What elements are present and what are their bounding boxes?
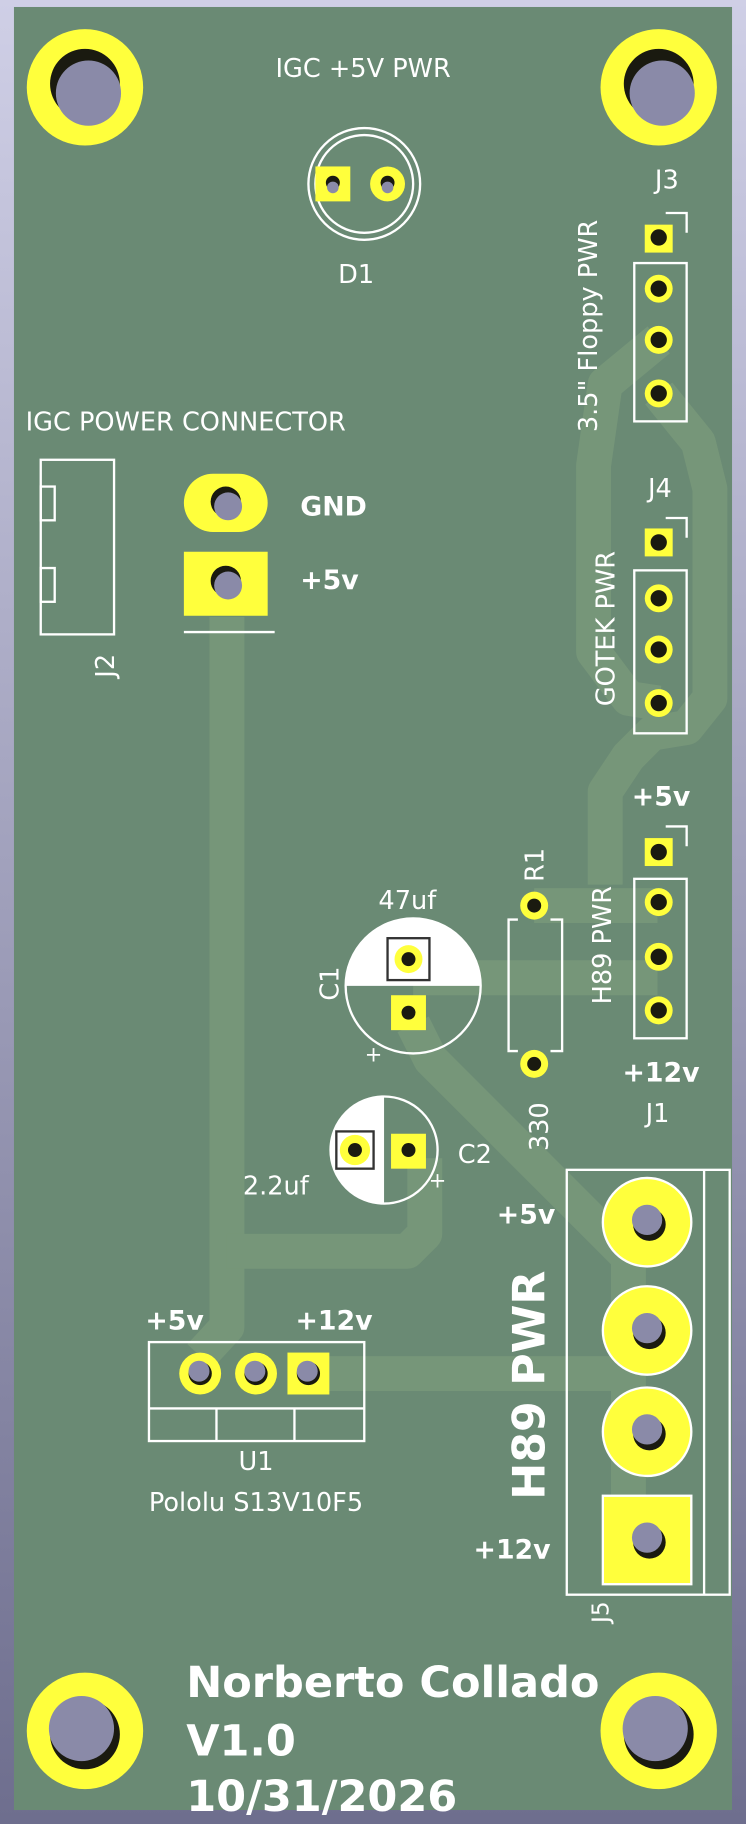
connector-j5: +5v H89 PWR +12v J5	[474, 1168, 731, 1625]
j4-ref: J4	[646, 474, 672, 504]
j1-5v-label: +5v	[632, 781, 691, 812]
u1-12v-label: +12v	[295, 1305, 373, 1336]
mounting-hole-bottom-left	[26, 1672, 144, 1790]
c1-value: 47uf	[378, 886, 437, 916]
board-title: IGC +5V PWR	[275, 54, 450, 84]
d1-ref: D1	[338, 260, 374, 290]
connector-j2: J2 GND +5v	[39, 458, 367, 680]
j3-label: 3.5" Floppy PWR	[574, 220, 604, 433]
r1-ref: R1	[520, 848, 550, 882]
c2-ref: C2	[458, 1140, 492, 1170]
capacitor-c2: C2 2.2uf +	[243, 1095, 492, 1205]
j5-12v-label: +12v	[474, 1535, 552, 1566]
j2-5v-label: +5v	[300, 565, 359, 596]
connector-j4: J4 GOTEK PWR	[591, 474, 688, 735]
c2-polarity: +	[429, 1168, 447, 1192]
regulator-u1: +5v +12v U1 Pololu S13V10F5	[145, 1305, 373, 1518]
c1-polarity: +	[365, 1043, 383, 1067]
c1-ref: C1	[316, 967, 346, 1001]
connector-j1: +5v H89 PWR +12v J1	[588, 781, 700, 1129]
author-credit: Norberto Collado	[186, 1658, 599, 1708]
u1-part: Pololu S13V10F5	[149, 1488, 363, 1518]
j5-ref: J5	[588, 1601, 615, 1625]
j1-label: H89 PWR	[588, 886, 618, 1005]
u1-5v-label: +5v	[145, 1305, 204, 1336]
led-d1: D1	[307, 126, 422, 290]
j1-ref: J1	[644, 1099, 670, 1129]
j2-gnd-label: GND	[300, 492, 367, 523]
c2-value: 2.2uf	[243, 1171, 310, 1201]
j2-heading: IGC POWER CONNECTOR	[26, 408, 346, 438]
r1-value: 330	[525, 1102, 555, 1151]
version-label: V1.0	[186, 1716, 296, 1766]
j5-5v-label: +5v	[497, 1199, 556, 1230]
connector-j3: J3 3.5" Floppy PWR	[574, 166, 688, 433]
j3-ref: J3	[653, 166, 679, 196]
j1-12v-label: +12v	[623, 1057, 701, 1088]
u1-ref: U1	[239, 1447, 274, 1477]
capacitor-c1: 47uf + C1	[316, 886, 482, 1067]
j2-ref: J2	[91, 654, 121, 680]
resistor-r1: R1 330	[507, 848, 564, 1151]
j4-label: GOTEK PWR	[591, 551, 621, 706]
mounting-hole-top-right	[600, 29, 717, 146]
mounting-hole-top-left	[26, 29, 144, 146]
j5-label: H89 PWR	[505, 1271, 556, 1500]
mounting-hole-bottom-right	[600, 1672, 717, 1790]
date-label: 10/31/2026	[186, 1772, 457, 1822]
